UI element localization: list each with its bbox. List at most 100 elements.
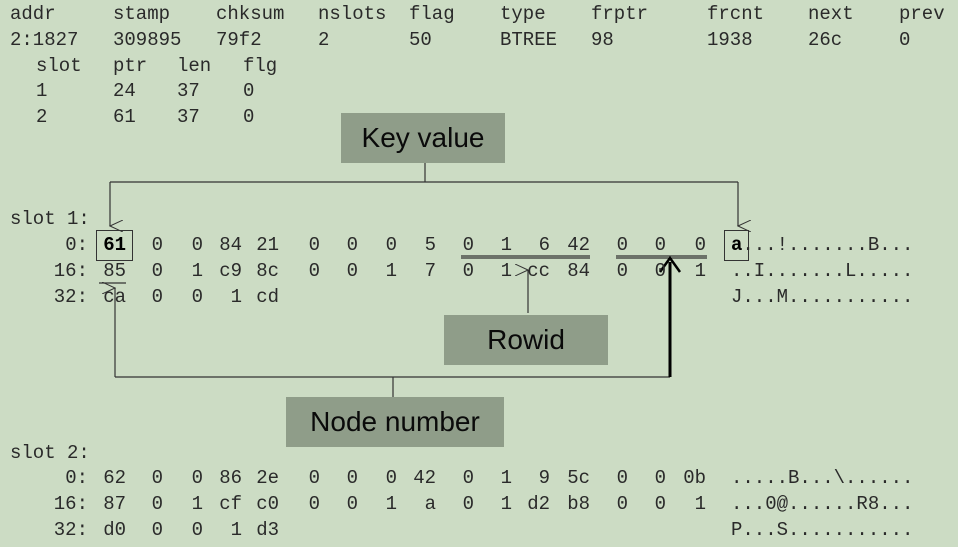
hex-byte: 0	[308, 234, 320, 256]
hex-byte: 1	[191, 260, 203, 282]
slot-row-2-ptr: 61	[113, 106, 136, 128]
header-col-nslots: nslots	[318, 3, 387, 25]
hex-byte: 1	[191, 493, 203, 515]
hex-byte: 0	[308, 493, 320, 515]
hex-byte: 0	[694, 234, 706, 256]
hex-byte: 62	[103, 467, 126, 489]
hex-byte: d3	[256, 519, 279, 541]
hex-byte: d2	[527, 493, 550, 515]
slot-col-len: len	[177, 55, 212, 77]
hex-byte: 1	[694, 260, 706, 282]
hex-byte: 0	[462, 493, 474, 515]
hex-byte: 1	[385, 260, 397, 282]
header-val-prev: 0	[899, 29, 911, 51]
slot-col-slot: slot	[36, 55, 82, 77]
hex-byte: 1	[230, 519, 242, 541]
ascii-column: P...S...........	[731, 519, 914, 541]
row-offset: 16:	[53, 260, 88, 282]
hex-byte: 0	[385, 467, 397, 489]
ascii-column: ..I.......L.....	[731, 260, 914, 282]
hex-byte: 0	[462, 234, 474, 256]
hex-byte: 0	[616, 493, 628, 515]
slot-col-flg: flg	[243, 55, 278, 77]
hex-byte: 6	[538, 234, 550, 256]
hex-byte: 9	[538, 467, 550, 489]
hex-byte: 1	[500, 493, 512, 515]
slot-row-1-slot: 1	[36, 80, 48, 102]
hex-byte: 0	[346, 234, 358, 256]
ascii-column: .....B...\......	[731, 467, 914, 489]
hex-byte: 7	[424, 260, 436, 282]
hex-byte: 0	[462, 467, 474, 489]
hex-byte: 0b	[683, 467, 706, 489]
header-col-flag: flag	[409, 3, 455, 25]
row-offset: 16:	[53, 493, 88, 515]
hex-byte: 0	[191, 467, 203, 489]
hex-byte: cf	[219, 493, 242, 515]
header-val-stamp: 309895	[113, 29, 182, 51]
hex-byte: 84	[567, 260, 590, 282]
header-col-frcnt: frcnt	[707, 3, 765, 25]
header-val-frptr: 98	[591, 29, 614, 51]
hex-byte: 1	[694, 493, 706, 515]
hex-byte: d0	[103, 519, 126, 541]
hex-byte: 0	[151, 286, 163, 308]
hex-byte: 0	[654, 234, 666, 256]
hex-byte: 0	[654, 493, 666, 515]
hex-byte: 0	[654, 260, 666, 282]
header-val-frcnt: 1938	[707, 29, 753, 51]
key-byte-highlight	[96, 230, 133, 261]
hex-byte: 0	[191, 519, 203, 541]
hex-byte: 42	[413, 467, 436, 489]
hex-byte: 0	[462, 260, 474, 282]
rowid-label: Rowid	[487, 324, 565, 355]
hex-byte: 0	[385, 234, 397, 256]
header-val-addr: 2:1827	[10, 29, 79, 51]
slot-row-2-flg: 0	[243, 106, 255, 128]
hex-byte: 21	[256, 234, 279, 256]
hex-byte: 5c	[567, 467, 590, 489]
hex-byte: 0	[616, 467, 628, 489]
slot2-label: slot 2:	[10, 442, 90, 464]
slot-col-ptr: ptr	[113, 55, 148, 77]
hex-byte: 0	[346, 260, 358, 282]
header-val-type: BTREE	[500, 29, 558, 51]
node-number-label: Node number	[310, 406, 480, 437]
header-col-addr: addr	[10, 3, 56, 25]
hex-byte: 2e	[256, 467, 279, 489]
hex-byte: 1	[500, 260, 512, 282]
hex-byte: cd	[256, 286, 279, 308]
hex-byte: 84	[219, 234, 242, 256]
hex-byte: 1	[500, 467, 512, 489]
hex-byte: b8	[567, 493, 590, 515]
hex-byte: 87	[103, 493, 126, 515]
header-val-chksum: 79f2	[216, 29, 262, 51]
slot-row-2-slot: 2	[36, 106, 48, 128]
hex-byte: 5	[424, 234, 436, 256]
header-col-next: next	[808, 3, 854, 25]
hex-byte: c0	[256, 493, 279, 515]
key-char-highlight	[724, 230, 749, 261]
ascii-column: ...0@......R8...	[731, 493, 914, 515]
hex-byte: 0	[151, 467, 163, 489]
row-offset: 0:	[65, 467, 88, 489]
slot1-label: slot 1:	[10, 208, 90, 230]
hex-byte: 0	[616, 234, 628, 256]
hex-byte: 0	[654, 467, 666, 489]
row-offset: 0:	[65, 234, 88, 256]
hex-byte: 0	[151, 260, 163, 282]
header-col-type: type	[500, 3, 546, 25]
header-col-frptr: frptr	[591, 3, 649, 25]
hex-byte: 8c	[256, 260, 279, 282]
hex-byte: 0	[191, 234, 203, 256]
key-value-callout: Key value	[341, 113, 505, 163]
rowid-callout: Rowid	[444, 315, 608, 365]
hex-byte: 61	[103, 234, 126, 256]
hex-byte: 0	[308, 467, 320, 489]
header-val-nslots: 2	[318, 29, 330, 51]
ascii-column: J...M...........	[731, 286, 914, 308]
hex-byte: 0	[346, 467, 358, 489]
hex-byte: 0	[346, 493, 358, 515]
hex-byte: 0	[151, 493, 163, 515]
